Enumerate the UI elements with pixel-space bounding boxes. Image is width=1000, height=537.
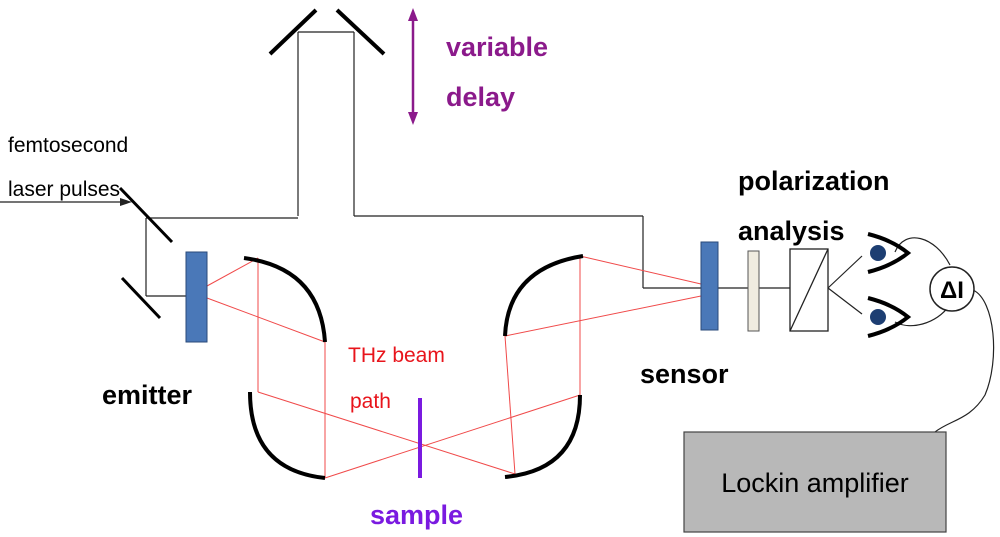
delta-i-meter bbox=[929, 266, 975, 312]
input-mirrors bbox=[118, 186, 174, 320]
delay-label: delay bbox=[446, 82, 515, 112]
laser-arrowhead bbox=[120, 198, 132, 206]
emitter-label: emitter bbox=[102, 380, 193, 410]
sample-label: sample bbox=[370, 500, 463, 530]
sensor-crystal bbox=[700, 241, 719, 331]
path-label: path bbox=[350, 390, 391, 413]
sensor-label: sensor bbox=[640, 359, 729, 389]
photodetectors bbox=[867, 232, 912, 338]
variable-label: variable bbox=[446, 32, 548, 62]
femtosecond-label: femtosecond bbox=[8, 134, 128, 157]
laser-beam-paths bbox=[0, 31, 995, 433]
lockin-label: Lockin amplifier bbox=[721, 468, 909, 498]
laser-pulses-label: laser pulses bbox=[8, 178, 120, 201]
analysis-label: analysis bbox=[738, 216, 845, 246]
wollaston-prism bbox=[789, 248, 829, 332]
delay-arrow bbox=[408, 8, 418, 125]
thz-beam-lines bbox=[206, 255, 702, 479]
parabolic-mirrors bbox=[243, 254, 584, 480]
lockin-amplifier-box bbox=[683, 431, 947, 533]
polarization-label: polarization bbox=[738, 166, 890, 196]
delay-mirrors bbox=[268, 8, 386, 56]
delta-i-label: ΔI bbox=[940, 277, 964, 304]
thz-beam-label: THz beam bbox=[348, 344, 445, 367]
emitter-antenna bbox=[185, 251, 208, 343]
waveplate bbox=[747, 250, 760, 332]
